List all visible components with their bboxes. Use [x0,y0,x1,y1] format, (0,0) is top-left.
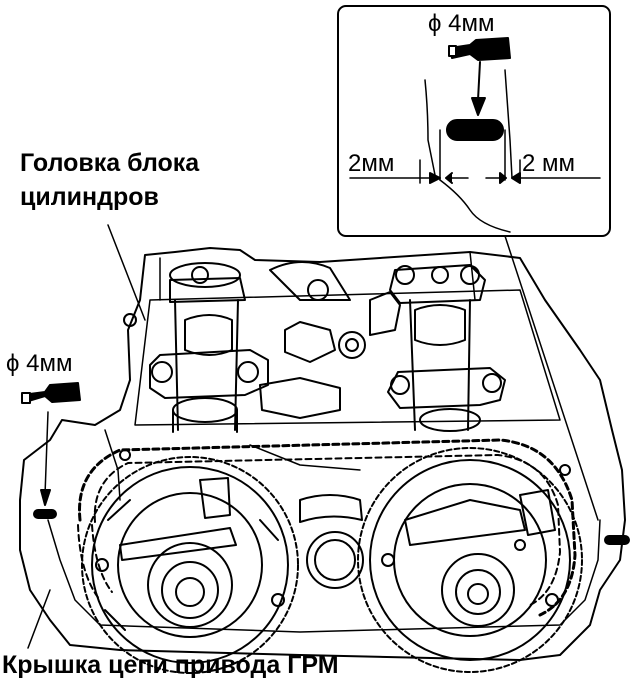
left-gap-arrow-icon [429,172,441,184]
exhaust-camshaft [387,264,506,432]
inset-bead-diameter-label: ϕ 4мм [428,10,495,37]
inset-pointer-arrow [471,97,486,116]
inset-gap-right-label: 2 мм [522,150,576,177]
timing-cover-label: Крышка цепи привода ГРМ [2,651,339,679]
right-cam-sprocket [357,447,583,673]
intake-camshaft [149,262,269,433]
right-gap-arrow-icon [499,172,507,184]
inset-sealant-bead [446,119,504,141]
cylinder-head-label-line2: цилиндров [20,183,159,211]
inset-sealant-tube-icon [449,37,511,61]
sealant-detail-inset [337,5,611,237]
inset-leader-line [504,235,599,521]
left-cam-sprocket [81,456,299,674]
left-sealant-tube-icon [21,382,81,403]
cylinder-head-leader [107,224,146,321]
timing-cover-outline [19,247,626,661]
right-sealant-bead [604,535,630,545]
left-sealant-callout [21,382,81,506]
timing-cover-leader [27,589,51,649]
inset-gap-left-label: 2мм [348,150,395,177]
cylinder-head [119,251,571,476]
cylinder-head-label-line1: Головка блока [20,149,200,177]
timing-chain [77,438,577,617]
left-sealant-bead [33,509,57,519]
left-pointer-arrow [40,489,51,506]
center-boss [299,494,364,589]
left-bead-diameter-label: ϕ 4мм [6,350,73,377]
